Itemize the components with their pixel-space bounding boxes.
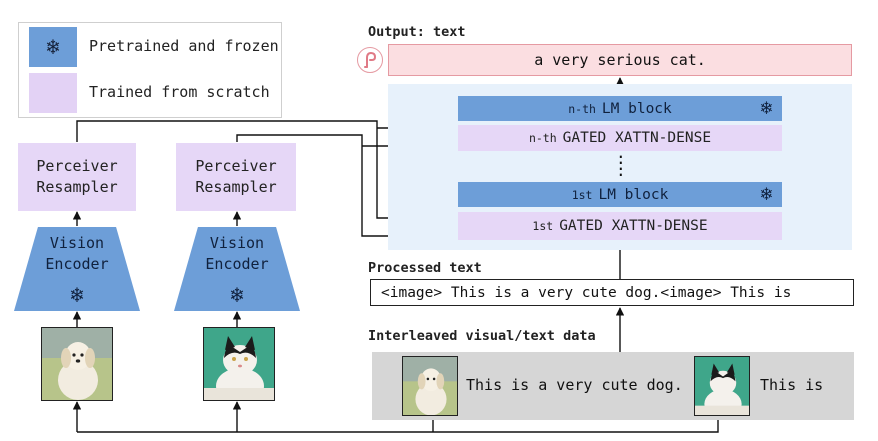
- bottom-bus-line: [77, 420, 719, 433]
- first-lm-block: 1st LM block ❄: [458, 182, 782, 207]
- dog-thumbnail: [402, 356, 458, 416]
- resampler-right-line2: Resampler: [195, 178, 277, 196]
- cat-photo: [203, 327, 275, 401]
- nth-lm-label: LM block: [601, 100, 672, 117]
- resampler-right-line1: Perceiver: [195, 157, 277, 175]
- vision-encoder-right: Vision Encoder ❄: [174, 227, 300, 311]
- first-lm-label: LM block: [598, 186, 669, 203]
- nth-lm-prefix: n-th: [568, 101, 596, 116]
- encoder-right-line2: Encoder: [205, 255, 269, 273]
- output-text-box: a very serious cat.: [388, 44, 852, 76]
- processed-text-box: <image> This is a very cute dog.<image> …: [370, 279, 854, 306]
- frozen-label: Pretrained and frozen: [89, 37, 279, 55]
- first-gated-label: GATED XATTN-DENSE: [559, 218, 708, 234]
- scratch-label: Trained from scratch: [89, 83, 270, 101]
- output-text: a very serious cat.: [534, 51, 706, 69]
- perceiver-resampler-left: Perceiver Resampler: [18, 143, 136, 211]
- snowflake-icon: ❄: [70, 283, 84, 308]
- nth-gated-xattn-dense: n-th GATED XATTN-DENSE: [458, 125, 782, 151]
- interleaved-heading: Interleaved visual/text data: [368, 328, 596, 344]
- flamingo-icon: [357, 47, 383, 73]
- frozen-swatch: ❄: [29, 27, 77, 67]
- first-lm-prefix: 1st: [571, 187, 593, 202]
- nth-gated-prefix: n-th: [528, 131, 557, 145]
- cat-thumbnail: [694, 356, 750, 416]
- vision-encoder-left: Vision Encoder ❄: [14, 227, 140, 311]
- snowflake-icon: ❄: [760, 183, 772, 205]
- first-gated-xattn-dense: 1st GATED XATTN-DENSE: [458, 212, 782, 240]
- snowflake-icon: ❄: [230, 283, 244, 308]
- perceiver-resampler-right: Perceiver Resampler: [176, 143, 296, 211]
- nth-lm-block: n-th LM block ❄: [458, 96, 782, 121]
- encoder-left-line2: Encoder: [45, 255, 109, 273]
- first-gated-prefix: 1st: [532, 219, 554, 233]
- nth-gated-label: GATED XATTN-DENSE: [562, 130, 712, 146]
- interleaved-text-2: This is: [760, 376, 824, 394]
- stack-ellipsis: :: [616, 149, 626, 168]
- encoder-right-line1: Vision: [209, 234, 265, 252]
- resampler-left-line2: Resampler: [36, 178, 118, 196]
- stack-ellipsis: :: [616, 161, 626, 180]
- snowflake-icon: ❄: [46, 34, 60, 60]
- legend: ❄ Pretrained and frozen Trained from scr…: [18, 22, 282, 118]
- encoder-left-line1: Vision: [49, 234, 105, 252]
- scratch-swatch: [29, 73, 77, 113]
- processed-heading: Processed text: [368, 260, 482, 276]
- processed-text: <image> This is a very cute dog.<image> …: [381, 284, 792, 301]
- snowflake-icon: ❄: [760, 97, 772, 119]
- output-heading: Output: text: [368, 24, 466, 40]
- interleaved-text-1: This is a very cute dog.: [466, 376, 683, 394]
- resampler-left-line1: Perceiver: [36, 157, 118, 175]
- dog-photo: [41, 327, 113, 401]
